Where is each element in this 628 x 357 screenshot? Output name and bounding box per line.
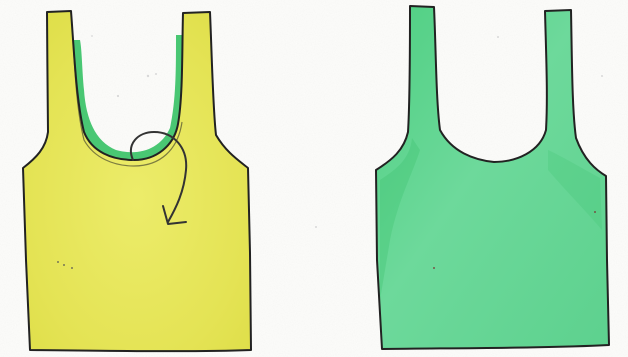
tank-tops-drawing (0, 0, 628, 357)
illustration-canvas (0, 0, 628, 357)
